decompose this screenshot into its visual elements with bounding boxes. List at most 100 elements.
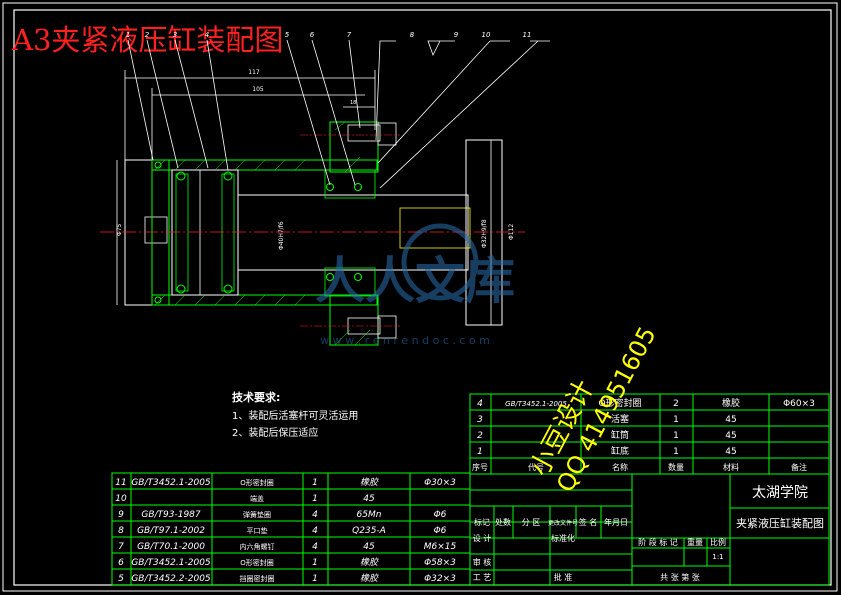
bom-left-no-7: 7 <box>118 542 124 552</box>
bom-left-note-8: Φ6 <box>434 526 447 536</box>
bom-left-mat-9: 65Mn <box>357 510 382 520</box>
bom-right-mat-1: 45 <box>725 447 736 457</box>
bom-right-header-note: 备注 <box>791 462 807 472</box>
watermark: 人人文库 w w w . r e n r e n d o c . c o m <box>315 223 515 347</box>
bom-left-note-9: Φ6 <box>434 510 447 520</box>
bom-right-note-4: Φ60×3 <box>783 399 815 409</box>
bom-left-mat-8: Q235-A <box>352 526 386 536</box>
bom-left-no-6: 6 <box>118 558 124 568</box>
bom-left-qty-10: 1 <box>312 494 318 504</box>
bom-right-header-mat: 材料 <box>723 462 739 472</box>
review-label: 审 核 <box>473 557 492 567</box>
bom-right-header-qty: 数量 <box>668 462 684 472</box>
bom-left-qty-8: 4 <box>312 526 318 536</box>
callout-1: 1 <box>126 31 130 39</box>
bom-left-mat-5: 橡胶 <box>360 573 379 584</box>
bom-left-note-5: Φ32×3 <box>424 574 456 584</box>
bom-right-header-no: 序号 <box>472 462 488 472</box>
bom-left-mat-10: 45 <box>363 494 375 504</box>
bom-left-std-7: GB/T70.1-2000 <box>137 542 205 552</box>
dim-phi75: Φ75 <box>116 223 123 236</box>
bom-left-qty-11: 1 <box>312 478 318 488</box>
bom-left-no-8: 8 <box>118 526 124 536</box>
bom-left-name-9: 弹簧垫圈 <box>243 510 271 519</box>
sheets-label: 共 张 第 张 <box>660 572 700 582</box>
rev-h-1: 标记 <box>474 517 490 527</box>
bom-left-no-11: 11 <box>115 478 126 488</box>
callout-9: 9 <box>454 31 459 39</box>
bom-right-no-3: 3 <box>477 415 483 425</box>
bom-left-name-6: O形密封圈 <box>240 558 274 567</box>
rev-h-2: 处数 <box>495 517 511 527</box>
rev-h-3: 分 区 <box>522 518 541 527</box>
callout-3: 3 <box>173 31 177 39</box>
title-block <box>469 473 830 586</box>
bom-right-mat-2: 45 <box>725 431 736 441</box>
rev-h-6: 年月日 <box>604 517 628 527</box>
bom-right-mat-3: 45 <box>725 415 736 425</box>
bom-left-qty-7: 4 <box>312 542 318 552</box>
bom-left-note-6: Φ58×3 <box>424 558 456 568</box>
bom-left-std-11: GB/T3452.1-2005 <box>131 478 211 488</box>
dim-105: 105 <box>252 86 264 93</box>
tech-req-title: 技术要求: <box>232 390 280 404</box>
scale-value: 1:1 <box>712 553 723 561</box>
bom-left-name-8: 平口垫 <box>247 526 268 535</box>
school-name: 太湖学院 <box>752 485 808 501</box>
bom-left-std-5: GB/T3452.2-2005 <box>131 574 211 584</box>
watermark-text: 人人文库 <box>315 252 515 310</box>
dim-18: 18 <box>350 100 356 106</box>
bom-left-name-7: 内六角螺钉 <box>240 542 275 551</box>
dim-phi32: Φ32H9/f8 <box>481 219 488 248</box>
bom-right-name-1: 缸底 <box>611 445 629 457</box>
bom-left-no-5: 5 <box>118 574 124 584</box>
drawing-name: 夹紧液压缸装配图 <box>736 516 824 530</box>
rev-h-5: 签 名 <box>579 517 598 527</box>
bom-left-qty-5: 1 <box>312 574 318 584</box>
bom-left-mat-11: 橡胶 <box>360 477 379 488</box>
tech-req-item-1: 1、装配后活塞杆可灵活运用 <box>232 409 358 422</box>
rev-h-4: 更改文件号 <box>548 519 578 527</box>
bom-left-note-11: Φ30×3 <box>424 478 456 488</box>
approve-label: 批 准 <box>554 572 573 582</box>
bom-right-header-std: 代号 <box>528 462 544 472</box>
bom-left-no-9: 9 <box>118 510 124 520</box>
callout-4: 4 <box>205 31 209 39</box>
bom-right-no-2: 2 <box>477 431 483 441</box>
watermark-url: w w w . r e n r e n d o c . c o m <box>320 334 490 347</box>
dim-phi112: Φ112 <box>508 224 515 240</box>
bom-left-qty-9: 4 <box>312 510 318 520</box>
bom-left-note-7: M6×15 <box>424 542 457 552</box>
stage-h-1: 阶 段 标 记 <box>638 537 678 547</box>
bom-right-std-4: GB/T3452.1-2005 <box>505 400 567 408</box>
callout-8: 8 <box>410 31 415 39</box>
bom-right-qty-1: 1 <box>673 447 679 457</box>
callout-7: 7 <box>347 31 352 39</box>
bom-right-name-4: O形密封圈 <box>598 397 641 409</box>
stage-h-3: 比例 <box>710 537 726 547</box>
bom-left-name-10: 端盖 <box>250 494 264 503</box>
design-label: 设 计 <box>473 533 492 543</box>
cylinder-section: 117 105 18 Φ75 Φ40H7/f6 Φ32H9/f8 Φ112 <box>100 39 550 346</box>
bom-right-no-1: 1 <box>477 447 483 457</box>
callout-2: 2 <box>145 31 150 39</box>
bom-left-std-9: GB/T93-1987 <box>141 510 201 520</box>
bom-left-no-10: 10 <box>115 494 127 504</box>
bom-right-name-3: 活塞 <box>611 413 629 425</box>
bom-left-mat-6: 橡胶 <box>360 557 379 568</box>
standardize-label: 标准化 <box>551 533 575 543</box>
bom-left-qty-6: 1 <box>312 558 318 568</box>
dim-117: 117 <box>248 69 260 76</box>
bom-right-name-2: 缸筒 <box>611 429 629 441</box>
stage-h-2: 重量 <box>687 537 703 547</box>
callout-5: 5 <box>285 31 290 39</box>
dim-phi40: Φ40H7/f6 <box>278 221 285 250</box>
bom-right-no-4: 4 <box>477 399 483 409</box>
callout-10: 10 <box>482 31 491 39</box>
